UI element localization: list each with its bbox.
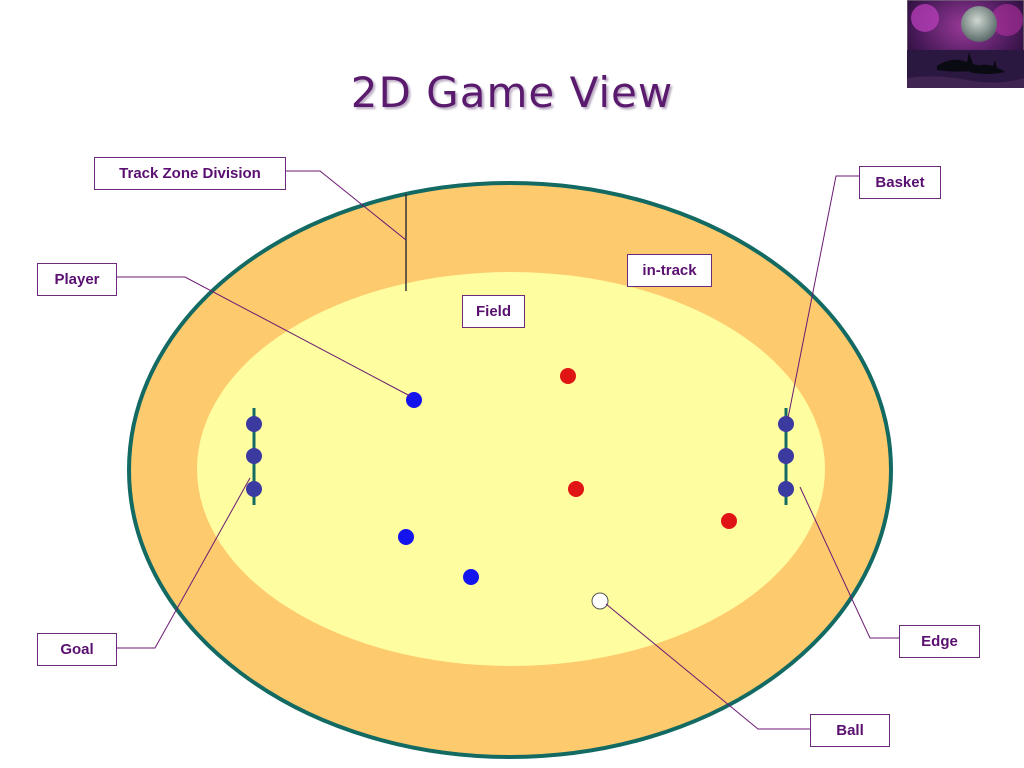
right-goal-basket-3 [778, 481, 794, 497]
left-goal-basket-1 [246, 416, 262, 432]
player-leader [117, 276, 411, 397]
right-goal-basket-1 [778, 416, 794, 432]
left-goal-basket-2 [246, 448, 262, 464]
in-track-label: in-track [627, 254, 712, 287]
ball-leader [605, 603, 810, 730]
ball-label: Ball [810, 714, 890, 747]
slide-title: 2D Game View [350, 68, 674, 117]
goal-leader [117, 477, 251, 649]
orca-thumbnail-image [907, 0, 1024, 88]
track-zone-division-label: Track Zone Division [94, 157, 286, 190]
track-zone-division-leader [286, 170, 407, 241]
player-label: Player [37, 263, 117, 296]
edge-label: Edge [899, 625, 980, 658]
red-player-1 [560, 368, 576, 384]
basket-leader [787, 175, 859, 419]
left-goal-basket-3 [246, 481, 262, 497]
basket-label: Basket [859, 166, 941, 199]
blue-player-3 [463, 569, 479, 585]
goal-label: Goal [37, 633, 117, 666]
field-zone [197, 272, 825, 666]
blue-player-2 [398, 529, 414, 545]
red-player-3 [721, 513, 737, 529]
field-label: Field [462, 295, 525, 328]
right-goal-basket-2 [778, 448, 794, 464]
ball [591, 592, 609, 610]
red-player-2 [568, 481, 584, 497]
edge-leader [799, 486, 899, 639]
blue-player-1 [406, 392, 422, 408]
